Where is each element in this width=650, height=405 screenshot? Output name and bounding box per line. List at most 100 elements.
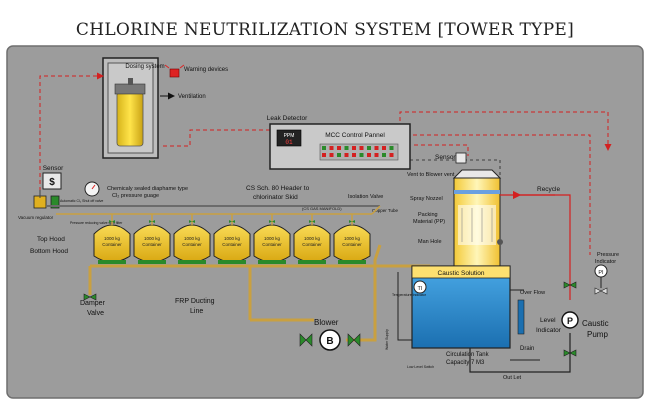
- container-valve-icon: [109, 220, 115, 223]
- isolation-valve-label: Isolation Valve: [348, 194, 383, 200]
- panel-indicator-light: [329, 153, 334, 157]
- warning-devices-label: Warning devices: [184, 67, 228, 73]
- container-hood: [333, 224, 371, 263]
- container-label: 1000 kg: [304, 236, 321, 241]
- ventilation-label: Ventilation: [178, 94, 206, 100]
- packing-line2: Material (PP): [413, 219, 445, 225]
- container-valve-icon: [189, 220, 195, 223]
- signal-line-top-right: [399, 111, 612, 151]
- bottom-hood-base: [338, 260, 366, 264]
- container-label: 1000 kg: [344, 236, 361, 241]
- panel-indicator-light: [337, 146, 341, 150]
- blower-letter: B: [326, 336, 333, 347]
- pump-letter: P: [567, 316, 573, 326]
- pressure-reducing-label: Pressure reducing valve with filter: [70, 221, 123, 225]
- container-valve-icon: [269, 220, 275, 223]
- drain-label: Drain: [520, 346, 534, 352]
- panel-indicator-light: [329, 146, 334, 150]
- bottom-hood-base: [258, 260, 286, 264]
- panel-indicator-light: [374, 153, 379, 157]
- panel-indicator-light: [359, 146, 364, 150]
- container-label: 1000 kg: [224, 236, 241, 241]
- damper-valve-line1: Damper: [80, 300, 106, 307]
- vacuum-regulator-label: Vacuum regulator: [18, 215, 54, 220]
- container-hood: [93, 224, 131, 263]
- over-flow-label: Over Flow: [520, 290, 545, 296]
- container-valve-icon: [349, 220, 355, 223]
- chem-sealed-line1: Chemicaly sealed diaphame type: [107, 186, 188, 192]
- spray-nozzel-label: Spray Nozzel: [410, 196, 443, 202]
- level-indicator-line2: Indicator: [536, 327, 562, 334]
- bottom-hood-label: Bottom Hood: [30, 248, 68, 255]
- container-label: Container: [102, 242, 122, 247]
- sensor-left-label: Sensor: [43, 165, 64, 172]
- ppm-value: 01: [285, 139, 293, 146]
- container-valve-icon: [149, 220, 155, 223]
- chem-sealed-line2: Cl₂ pressure guage: [112, 193, 159, 199]
- container-label: Container: [262, 242, 282, 247]
- recycle-label: Recycle: [537, 186, 561, 193]
- gas-manifold-pipe: [39, 190, 381, 215]
- container-valve-icon: [229, 220, 235, 223]
- panel-indicator-light: [337, 153, 341, 157]
- level-indicator-line1: Level: [540, 317, 556, 324]
- panel-indicator-light: [322, 146, 326, 150]
- panel-indicator-light: [374, 146, 379, 150]
- header-label-line1: CS Sch. 80 Header to: [246, 185, 310, 192]
- frp-ducting-line: [88, 244, 430, 342]
- outlet-pipe: [469, 333, 571, 373]
- bottom-hood-base: [298, 260, 326, 264]
- frp-ducting-line1: FRP Ducting: [175, 298, 215, 305]
- bottom-hood-base: [178, 260, 206, 264]
- container-hood: [253, 224, 291, 263]
- panel-indicator-light: [389, 146, 394, 150]
- sensor-right-label: Sensor: [435, 154, 456, 161]
- container-hood: [293, 224, 331, 263]
- panel-indicator-light: [367, 146, 371, 150]
- bottom-hood-base: [138, 260, 166, 264]
- bottom-hood-base: [218, 260, 246, 264]
- water-supply-label: Water Supply: [385, 329, 389, 350]
- pressure-indicator-line2: Indicator: [595, 259, 616, 265]
- pressure-indicator-icon: [594, 264, 608, 295]
- leak-detector-label: Leak Detector: [267, 115, 308, 122]
- svg-text:$: $: [49, 177, 55, 188]
- vacuum-regulator: [33, 195, 60, 209]
- panel-indicator-light: [382, 146, 386, 150]
- caustic-pump-line2: Pump: [587, 330, 608, 339]
- gas-sensor-icon: $: [42, 172, 62, 190]
- panel-indicator-light: [322, 153, 326, 157]
- panel-indicator-light: [344, 146, 349, 150]
- caustic-pump-icon: [561, 281, 579, 357]
- ti-letter: TI: [418, 286, 423, 292]
- container-valve-icon: [309, 220, 315, 223]
- warning-siren-icon: [164, 64, 185, 78]
- container-label: Container: [342, 242, 362, 247]
- container-label: Container: [222, 242, 242, 247]
- panel-indicator-light: [382, 153, 386, 157]
- low-level-switch-label: Low Level Switch: [407, 365, 434, 369]
- packing-line1: Packing: [418, 212, 438, 218]
- blower-icon: [299, 329, 361, 351]
- gas-manifold-label: (CS GAS MANIFOLD): [302, 206, 342, 211]
- tower-sensor-icon: [455, 152, 467, 164]
- signal-line-sensor: [414, 144, 469, 156]
- damper-valve-line2: Valve: [87, 310, 104, 317]
- bottom-hood-base: [98, 260, 126, 264]
- panel-indicator-light: [367, 153, 371, 157]
- panel-indicator-light: [352, 146, 356, 150]
- copper-tube-label: Copper Tube: [372, 208, 399, 213]
- circulation-tank: [411, 265, 525, 349]
- temp-indicator-label: Temperature Indicator: [392, 293, 427, 297]
- container-label: Container: [182, 242, 202, 247]
- scrubber-tower: [452, 169, 503, 267]
- mcc-panel-label: MCC Control Pannel: [325, 132, 385, 139]
- container-hood: [173, 224, 211, 263]
- pi-letter: PI: [598, 270, 604, 276]
